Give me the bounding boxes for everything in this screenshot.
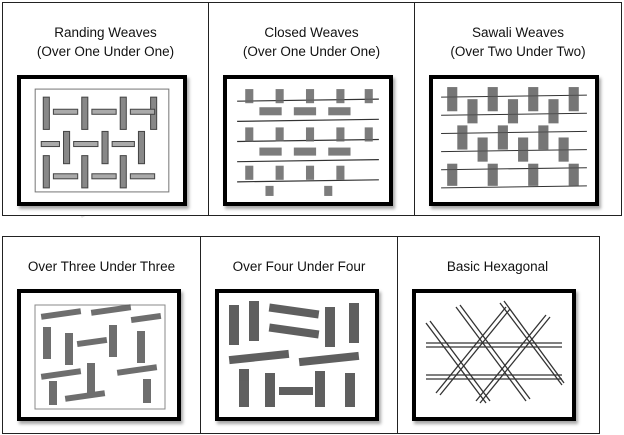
randing-weave-pattern: [17, 75, 187, 206]
closed-weave-pattern: [223, 75, 393, 206]
panel-title: Randing Weaves (Over One Under One): [3, 23, 208, 61]
basic-hexagonal-pattern: [412, 289, 576, 421]
title-line-1: Closed Weaves: [264, 25, 359, 40]
panel-closed-weaves: Closed Weaves (Over One Under One): [209, 3, 415, 215]
title-line-2: (Over One Under One): [242, 44, 381, 59]
bottom-row: Over Three Under Three Over Four Under F…: [2, 236, 600, 434]
sawali-weave-pattern: [429, 75, 599, 206]
panel-title: Basic Hexagonal: [446, 259, 549, 274]
panel-over-three-under-three: Over Three Under Three: [3, 237, 201, 433]
top-row: Randing Weaves (Over One Under One) Clos…: [2, 2, 622, 216]
panel-over-four-under-four: Over Four Under Four: [201, 237, 398, 433]
title-line-2: (Over Two Under Two): [450, 44, 586, 59]
panel-title: Sawali Weaves (Over Two Under Two): [415, 23, 621, 61]
panel-sawali-weaves: Sawali Weaves (Over Two Under Two): [415, 3, 621, 215]
title-line-1: Randing Weaves: [54, 25, 157, 40]
panel-basic-hexagonal: Basic Hexagonal: [398, 237, 597, 433]
panel-title: Closed Weaves (Over One Under One): [209, 23, 414, 61]
panel-randing-weaves: Randing Weaves (Over One Under One): [3, 3, 209, 215]
panel-title: Over Four Under Four: [232, 259, 366, 274]
over-three-under-three-pattern: [17, 289, 181, 421]
title-line-1: Sawali Weaves: [471, 25, 565, 40]
over-four-under-four-pattern: [215, 289, 379, 421]
panel-title: Over Three Under Three: [27, 259, 176, 274]
title-line-2: (Over One Under One): [36, 44, 175, 59]
